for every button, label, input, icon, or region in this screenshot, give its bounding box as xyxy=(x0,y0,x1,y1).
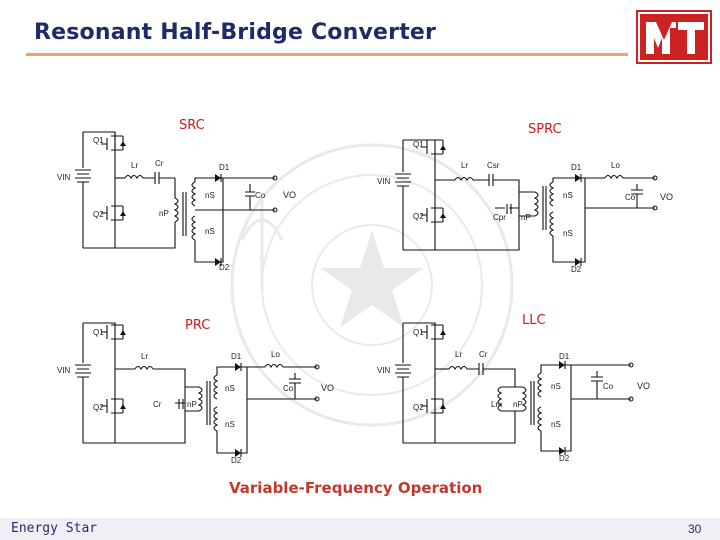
footer-text: Energy Star xyxy=(11,521,98,536)
llc-ns2-label: nS xyxy=(551,420,561,429)
sprc-converter-label: SPRC xyxy=(528,122,562,137)
sprc-q2-label: Q2 xyxy=(413,212,424,221)
llc-vin-label: VIN xyxy=(377,366,391,375)
prc-vo-label: VO xyxy=(321,383,334,393)
page-number: 30 xyxy=(688,522,702,536)
src-ns2-label: nS xyxy=(205,227,215,236)
sprc-q1-label: Q1 xyxy=(413,140,424,149)
llc-d2-label: D2 xyxy=(559,454,570,463)
llc-d1-label: D1 xyxy=(559,352,570,361)
prc-circuit: Q1 Q2 VIN Lr Cr D1 D2 Lo nS nS nP Co VO xyxy=(55,315,355,465)
sprc-lr-label: Lr xyxy=(461,161,468,170)
prc-co-label: Co xyxy=(283,384,294,393)
title-underline xyxy=(26,53,628,56)
prc-vin-label: VIN xyxy=(57,366,71,375)
university-seal-watermark xyxy=(222,90,522,480)
sprc-co-label: Co xyxy=(625,193,636,202)
sprc-d2-label: D2 xyxy=(571,265,582,274)
src-d2-label: D2 xyxy=(219,263,230,272)
prc-converter-label: PRC xyxy=(185,318,211,333)
prc-lo-label: Lo xyxy=(271,350,280,359)
slide-caption: Variable-Frequency Operation xyxy=(229,479,483,497)
sprc-cs-label: Csr xyxy=(487,161,500,170)
footer-bar xyxy=(0,518,720,540)
sprc-d1-label: D1 xyxy=(571,163,582,172)
prc-d2-label: D2 xyxy=(231,456,242,465)
llc-circuit: Q1 Q2 VIN Lr Cr Lm D1 D2 nS nS nP Co VO xyxy=(375,315,675,465)
prc-q1-label: Q1 xyxy=(93,328,104,337)
sprc-cp-label: Cpr xyxy=(493,213,506,222)
prc-cr-label: Cr xyxy=(153,400,162,409)
src-np-label: nP xyxy=(159,209,169,218)
llc-ns1-label: nS xyxy=(551,382,561,391)
company-logo xyxy=(636,10,712,64)
src-ns1-label: nS xyxy=(205,191,215,200)
src-lr-label: Lr xyxy=(131,161,138,170)
prc-q2-label: Q2 xyxy=(93,403,104,412)
llc-converter-label: LLC xyxy=(522,313,546,328)
llc-vo-label: VO xyxy=(637,381,650,391)
src-vin-label: VIN xyxy=(57,173,71,182)
src-converter-label: SRC xyxy=(179,118,205,133)
llc-np-label: nP xyxy=(513,400,523,409)
llc-cr-label: Cr xyxy=(479,350,488,359)
prc-ns2-label: nS xyxy=(225,420,235,429)
sprc-vin-label: VIN xyxy=(377,177,391,186)
src-circuit: Q1 Q2 VIN Lr Cr D1 D2 nS nS nP Co VO xyxy=(55,120,335,272)
llc-q1-label: Q1 xyxy=(413,328,424,337)
slide-title: Resonant Half-Bridge Converter xyxy=(34,20,437,45)
src-cr-label: Cr xyxy=(155,159,164,168)
src-co-label: Co xyxy=(255,191,266,200)
src-q2-label: Q2 xyxy=(93,210,104,219)
sprc-lo-label: Lo xyxy=(611,161,620,170)
src-vo-label: VO xyxy=(283,190,296,200)
llc-co-label: Co xyxy=(603,382,614,391)
prc-lr-label: Lr xyxy=(141,352,148,361)
llc-q2-label: Q2 xyxy=(413,403,424,412)
sprc-ns1-label: nS xyxy=(563,191,573,200)
prc-ns1-label: nS xyxy=(225,384,235,393)
src-q1-label: Q1 xyxy=(93,136,104,145)
llc-lr-label: Lr xyxy=(455,350,462,359)
src-d1-label: D1 xyxy=(219,163,230,172)
sprc-vo-label: VO xyxy=(660,192,673,202)
sprc-np-label: nP xyxy=(521,213,531,222)
llc-lm-label: Lm xyxy=(491,400,502,409)
prc-np-label: nP xyxy=(187,400,197,409)
sprc-circuit: Q1 Q2 VIN Lr Csr Cpr D1 D2 Lo nS nS nP C… xyxy=(375,130,695,280)
sprc-ns2-label: nS xyxy=(563,229,573,238)
prc-d1-label: D1 xyxy=(231,352,242,361)
